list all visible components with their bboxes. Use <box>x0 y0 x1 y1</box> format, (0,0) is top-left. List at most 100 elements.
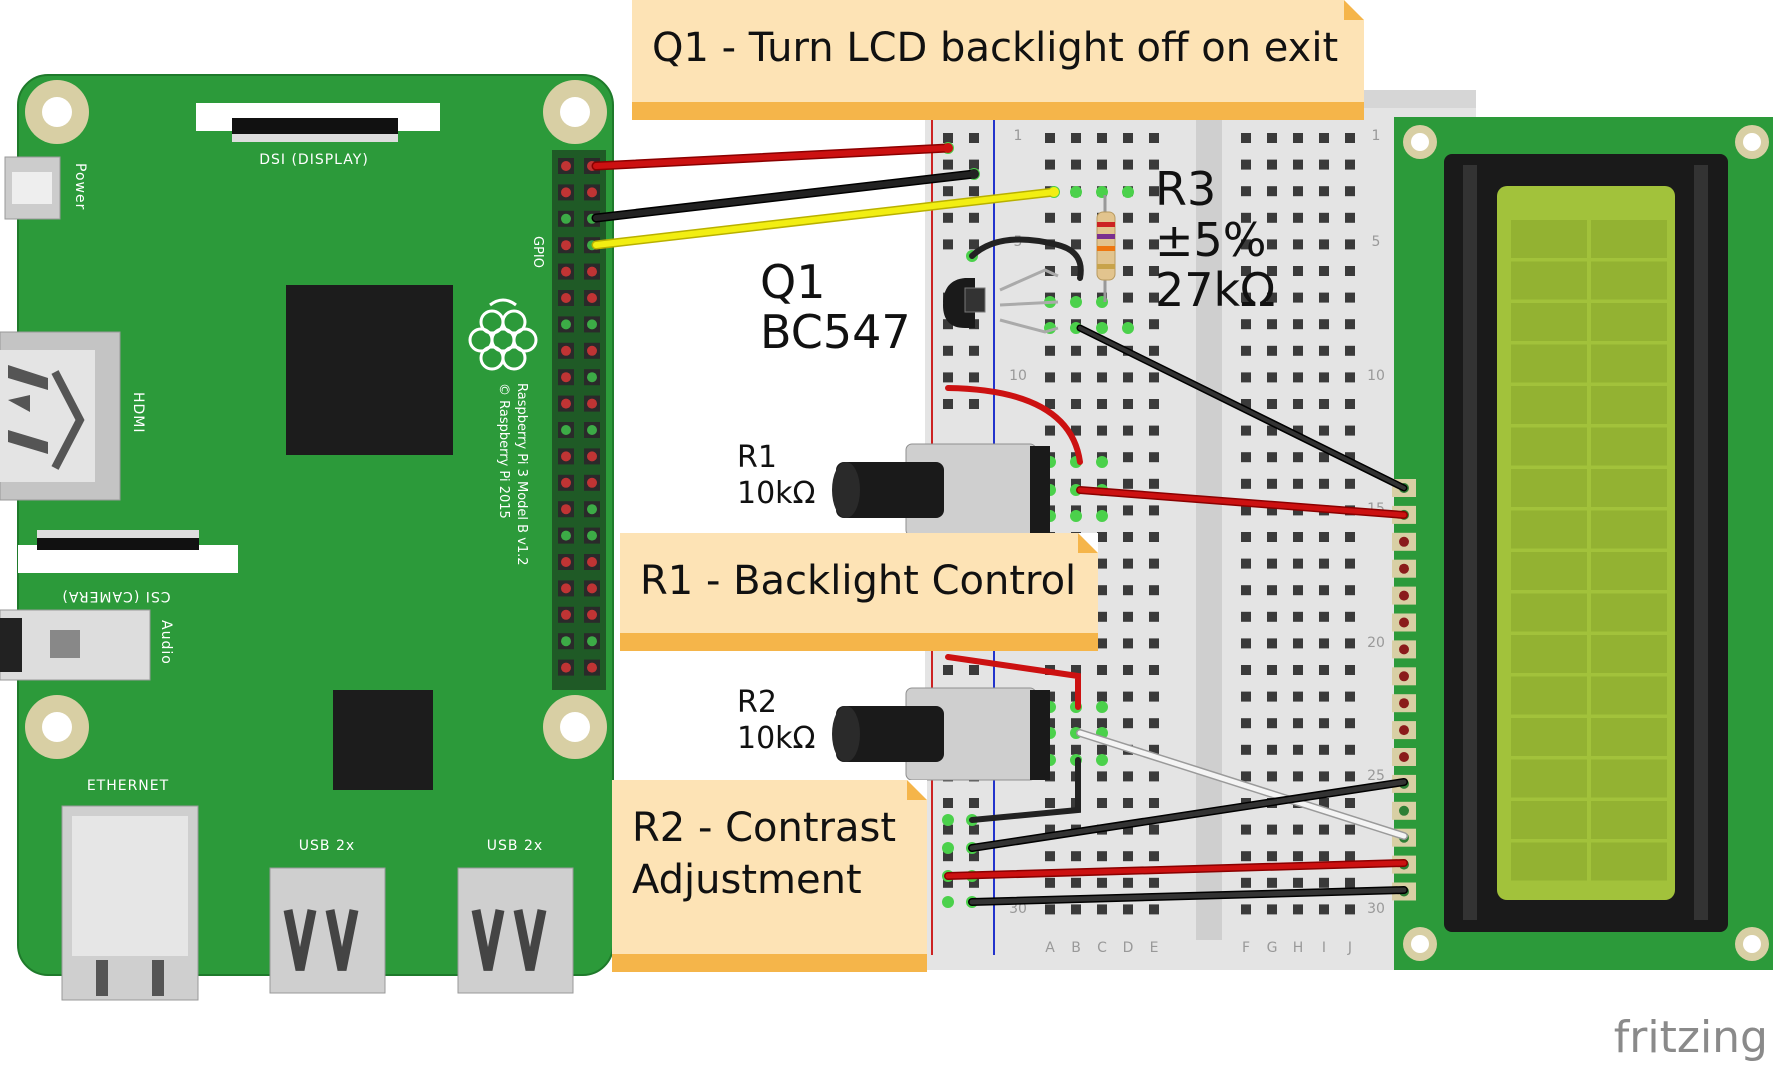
breadboard-hole <box>1097 372 1107 383</box>
breadboard-hole <box>1123 904 1133 915</box>
breadboard-hole <box>1071 345 1081 356</box>
r1-value-label: 10kΩ <box>737 476 815 511</box>
breadboard-hole <box>1149 478 1159 489</box>
wires <box>591 143 1408 906</box>
breadboard-hole <box>1293 478 1303 489</box>
breadboard-hole <box>1149 718 1159 729</box>
breadboard-hole <box>1241 425 1251 436</box>
breadboard-hole <box>1123 452 1133 463</box>
breadboard-hole <box>1345 877 1355 888</box>
breadboard-hole <box>1241 212 1251 223</box>
breadboard-hole <box>1149 372 1159 383</box>
lcd-char-cell <box>1591 427 1667 466</box>
r3-tolerance-label: ±5% <box>1155 213 1267 267</box>
breadboard-hole <box>1123 133 1133 143</box>
breadboard-hole <box>1149 319 1159 330</box>
breadboard-hole <box>1319 744 1329 755</box>
breadboard-hole <box>1267 159 1277 170</box>
breadboard-hole <box>1319 771 1329 782</box>
lcd-char-cell <box>1511 718 1587 756</box>
breadboard-hole <box>1267 452 1277 463</box>
breadboard-hole <box>1267 292 1277 303</box>
breadboard-hole <box>1267 425 1277 436</box>
breadboard-hole <box>1293 345 1303 356</box>
breadboard-hole <box>1149 532 1159 542</box>
breadboard-hole <box>1267 212 1277 223</box>
breadboard-hole <box>1045 212 1055 223</box>
column-letter: F <box>1242 940 1250 956</box>
breadboard-hole <box>1241 744 1251 755</box>
breadboard-hole <box>1345 425 1355 436</box>
breadboard-hole <box>1319 558 1329 569</box>
breadboard-hole <box>1319 319 1329 330</box>
lcd-char-cell <box>1511 303 1587 341</box>
audio-label: Audio <box>158 620 174 665</box>
breadboard-hole <box>1319 904 1329 915</box>
breadboard-hole <box>1293 186 1303 197</box>
column-letter: E <box>1150 940 1159 956</box>
breadboard-hole <box>1123 877 1133 888</box>
usb-port-2 <box>457 867 574 994</box>
breadboard-hole <box>1319 824 1329 835</box>
breadboard-hole <box>1345 904 1355 915</box>
breadboard-hole <box>1097 904 1107 915</box>
rail-hole <box>943 319 953 330</box>
breadboard-hole <box>1071 718 1081 729</box>
breadboard-hole <box>1241 851 1251 862</box>
breadboard-hole <box>1345 638 1355 649</box>
breadboard-hole <box>1045 372 1055 383</box>
breadboard-hole <box>1267 744 1277 755</box>
breadboard-hole <box>1319 425 1329 436</box>
rail-hole <box>969 798 979 808</box>
breadboard-hole <box>1071 425 1081 436</box>
row-number: 25 <box>1367 768 1385 784</box>
breadboard-hole <box>1267 239 1277 250</box>
breadboard-hole <box>1097 771 1107 782</box>
lcd-char-cell <box>1591 510 1667 549</box>
power-connector <box>4 156 61 220</box>
usb-lan-chip <box>333 690 433 790</box>
dsi-connector <box>196 103 440 142</box>
lcd-char-cell <box>1511 676 1587 715</box>
breadboard-hole <box>1123 239 1133 250</box>
breadboard-hole <box>1293 585 1303 596</box>
breadboard-hole <box>1149 744 1159 755</box>
rail-hole <box>969 372 979 383</box>
lcd-char-cell <box>1591 718 1667 756</box>
column-letter: B <box>1071 940 1081 956</box>
breadboard-hole <box>1267 399 1277 409</box>
breadboard-hole <box>1267 665 1277 675</box>
audio-jack <box>0 609 151 681</box>
breadboard-hole <box>1045 904 1055 915</box>
row-number: 10 <box>1367 368 1385 384</box>
breadboard-hole <box>1241 824 1251 835</box>
breadboard-hole <box>1097 611 1107 622</box>
breadboard-hole <box>1097 558 1107 569</box>
breadboard-hole <box>1345 771 1355 782</box>
r3-name-label: R3 <box>1155 162 1216 216</box>
breadboard-hole <box>1097 718 1107 729</box>
row-number: 1 <box>1372 128 1381 144</box>
usb-label-1: USB 2x <box>299 838 355 854</box>
breadboard-hole <box>1345 798 1355 808</box>
connected-hole <box>1070 296 1082 308</box>
breadboard-hole <box>1267 877 1277 888</box>
breadboard-hole <box>1267 851 1277 862</box>
breadboard-hole <box>1267 266 1277 276</box>
breadboard-hole <box>1123 478 1133 489</box>
breadboard-hole <box>1345 239 1355 250</box>
breadboard-hole <box>1097 744 1107 755</box>
lcd-char-cell <box>1591 344 1667 383</box>
breadboard-hole <box>1293 159 1303 170</box>
rail-hole <box>969 877 979 888</box>
breadboard-hole <box>1149 505 1159 516</box>
breadboard-hole <box>1123 425 1133 436</box>
lcd-char-cell <box>1511 552 1587 590</box>
breadboard-hole <box>1319 372 1329 383</box>
breadboard-hole <box>1149 452 1159 463</box>
breadboard-hole <box>1293 558 1303 569</box>
lcd-char-cell <box>1511 635 1587 673</box>
breadboard-hole <box>1071 851 1081 862</box>
breadboard-hole <box>1345 691 1355 702</box>
breadboard-hole <box>1071 239 1081 250</box>
